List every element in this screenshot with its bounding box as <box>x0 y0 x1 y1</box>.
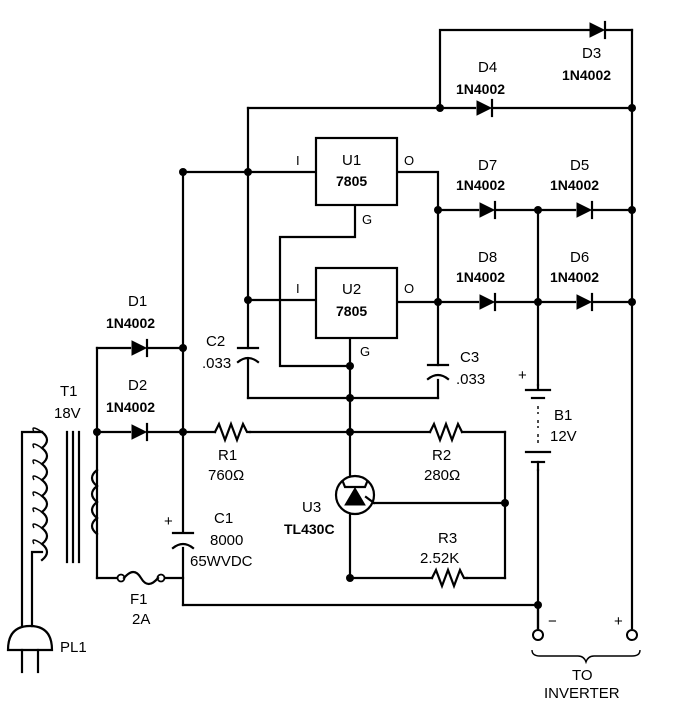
diode-d1: D1 1N4002 <box>106 293 155 358</box>
c1-ref: C1 <box>214 510 233 527</box>
c2-value: .033 <box>202 355 231 372</box>
diode-d6: D6 1N4002 <box>550 249 599 312</box>
capacitor-c2: C2 .033 <box>202 333 260 372</box>
c3-ref: C3 <box>460 349 479 366</box>
d1-ref: D1 <box>128 293 147 310</box>
d8-ref: D8 <box>478 249 497 266</box>
output-label-inverter: INVERTER <box>544 685 620 702</box>
resistor-r3: R3 2.52K <box>420 530 469 590</box>
d2-ref: D2 <box>128 377 147 394</box>
diode-d5: D5 1N4002 <box>550 157 599 220</box>
t1-value: 18V <box>54 405 81 422</box>
r2-value: 280Ω <box>424 467 460 484</box>
capacitor-c1: + C1 8000 65WVDC <box>164 510 253 570</box>
pl1-ref: PL1 <box>60 639 87 656</box>
d7-value: 1N4002 <box>456 177 505 193</box>
junction-dots <box>93 104 636 609</box>
diode-d7: D7 1N4002 <box>456 157 505 220</box>
u1-pin-in: I <box>296 153 300 168</box>
b1-value: 12V <box>550 428 577 445</box>
f1-value: 2A <box>132 611 150 628</box>
transformer-t1: T1 18V <box>32 383 99 564</box>
d5-value: 1N4002 <box>550 177 599 193</box>
diode-d2: D2 1N4002 <box>106 377 155 442</box>
u2-pin-out: O <box>404 281 414 296</box>
u2-pin-gnd: G <box>360 344 370 359</box>
u1-ref: U1 <box>342 152 361 169</box>
wires <box>20 28 634 630</box>
c1-polarity: + <box>164 513 173 530</box>
plug-pl1: PL1 <box>6 624 87 674</box>
resistor-r2: R2 280Ω <box>424 420 464 484</box>
r1-value: 760Ω <box>208 467 244 484</box>
u3-value: TL430C <box>284 521 335 537</box>
regulator-u1: U1 7805 I O G <box>296 136 414 227</box>
d7-ref: D7 <box>478 157 497 174</box>
r3-value: 2.52K <box>420 550 459 567</box>
diode-d4: D4 1N4002 <box>456 59 505 118</box>
d4-ref: D4 <box>478 59 497 76</box>
r1-ref: R1 <box>218 447 237 464</box>
output-minus: − <box>548 613 557 630</box>
shunt-regulator-u3: U3 TL430C <box>284 474 376 537</box>
c1-voltage: 65WVDC <box>190 553 253 570</box>
c2-ref: C2 <box>206 333 225 350</box>
output-terminals: − + TO INVERTER <box>531 603 641 702</box>
u3-ref: U3 <box>302 499 321 516</box>
c3-value: .033 <box>456 371 485 388</box>
d8-value: 1N4002 <box>456 269 505 285</box>
diode-d8: D8 1N4002 <box>456 249 505 312</box>
f1-ref: F1 <box>130 591 148 608</box>
d3-value: 1N4002 <box>562 67 611 83</box>
battery-b1: + B1 12V <box>518 367 577 472</box>
b1-ref: B1 <box>554 407 572 424</box>
d5-ref: D5 <box>570 157 589 174</box>
output-label-to: TO <box>572 667 593 684</box>
resistor-r1: R1 760Ω <box>208 420 252 484</box>
fuse-f1: F1 2A <box>116 570 166 628</box>
b1-polarity: + <box>518 367 527 384</box>
d1-value: 1N4002 <box>106 315 155 331</box>
d2-value: 1N4002 <box>106 399 155 415</box>
u2-value: 7805 <box>336 303 367 319</box>
c1-value: 8000 <box>210 532 243 549</box>
u2-ref: U2 <box>342 281 361 298</box>
d6-value: 1N4002 <box>550 269 599 285</box>
t1-ref: T1 <box>60 383 78 400</box>
u1-pin-gnd: G <box>362 212 372 227</box>
d4-value: 1N4002 <box>456 81 505 97</box>
output-plus: + <box>614 613 623 630</box>
d3-ref: D3 <box>582 45 601 62</box>
r2-ref: R2 <box>432 447 451 464</box>
regulator-u2: U2 7805 I O G <box>296 266 414 359</box>
u1-value: 7805 <box>336 173 367 189</box>
d6-ref: D6 <box>570 249 589 266</box>
r3-ref: R3 <box>438 530 457 547</box>
diode-d3: D3 1N4002 <box>562 20 611 83</box>
capacitor-c3: C3 .033 <box>426 349 485 388</box>
u1-pin-out: O <box>404 153 414 168</box>
u2-pin-in: I <box>296 281 300 296</box>
